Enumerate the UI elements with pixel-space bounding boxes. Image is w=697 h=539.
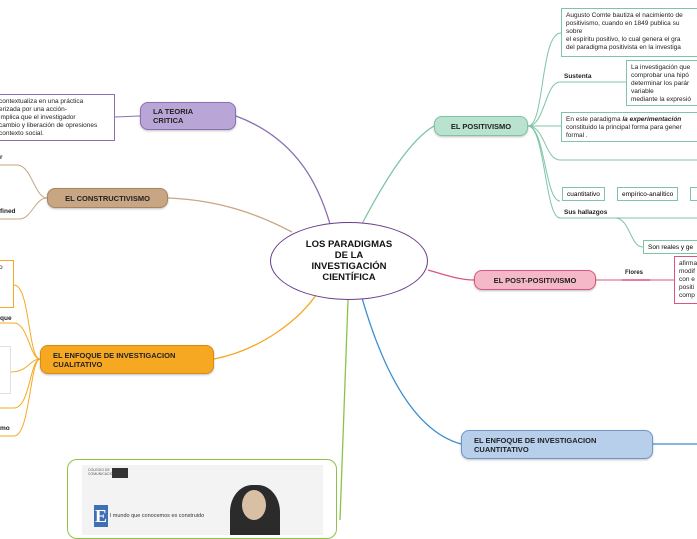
connector-lines xyxy=(0,32,697,520)
logo-mark-icon xyxy=(112,468,128,478)
flores-label[interactable]: Flores xyxy=(625,270,644,276)
cualitativo-leaf-mid[interactable]: que xyxy=(0,315,12,322)
branch-enfoque-cualitativo[interactable]: EL ENFOQUE DE INVESTIGACION CUALITATIVO xyxy=(40,345,214,374)
link-teoria xyxy=(235,115,331,225)
link-positivismo xyxy=(361,125,435,225)
branch-constructivismo-label: EL CONSTRUCTIVISMO xyxy=(65,193,150,203)
positivismo-comte-note[interactable]: Augusto Comte bautiza el nacimiento de p… xyxy=(561,8,697,57)
hallazgos-label[interactable]: Sus hallazgos xyxy=(564,209,608,216)
branch-enfoque-cuantitativo[interactable]: EL ENFOQUE DE INVESTIGACION CUANTITATIVO xyxy=(461,430,653,459)
link-image xyxy=(339,299,349,520)
hallazgos-note[interactable]: Son reales y ge xyxy=(643,240,697,254)
logo-text: COLEGIO DE COMUNICACIÓN xyxy=(88,468,116,476)
positivismo-sustenta-text: La investigación que comprobar una hipó … xyxy=(631,64,691,103)
sustenta-label[interactable]: Sustenta xyxy=(564,73,592,80)
positivismo-comte-text: Augusto Comte bautiza el nacimiento de p… xyxy=(566,12,683,51)
positivismo-exp-pre: En este paradigma xyxy=(566,116,623,123)
link-constructivismo xyxy=(167,197,293,233)
cualitativo-note-1[interactable]: o xyxy=(0,260,14,308)
constructivismo-leaf-top[interactable]: r xyxy=(0,154,3,161)
cualitativo-note-2[interactable] xyxy=(0,346,11,394)
branch-positivismo[interactable]: EL POSITIVISMO xyxy=(434,116,528,136)
cualitativo-leaf-bottom[interactable]: mo xyxy=(0,425,10,432)
post-positivismo-note[interactable]: afirma modif con e positi comp xyxy=(674,256,697,304)
branch-positivismo-label: EL POSITIVISMO xyxy=(450,121,512,131)
image-node[interactable]: COLEGIO DE COMUNICACIÓN E l mundo que co… xyxy=(82,465,323,535)
branch-enfoque-cuantitativo-label: EL ENFOQUE DE INVESTIGACION CUANTITATIVO xyxy=(474,435,597,454)
constructivismo-leaf-bottom[interactable]: fined xyxy=(0,208,16,215)
dropcap-letter: E xyxy=(94,505,108,527)
image-quote-text: l mundo que conocemos es construido xyxy=(110,513,205,519)
branch-post-positivismo-label: EL POST-POSITIVISMO xyxy=(493,275,577,285)
cualitativo-note-1-text: o xyxy=(0,264,3,271)
tag-hidden[interactable] xyxy=(690,187,697,201)
link-cualitativo xyxy=(213,291,319,360)
central-topic[interactable]: LOS PARADIGMAS DE LA INVESTIGACIÓN CIENT… xyxy=(270,222,428,300)
positivismo-experimentacion-note[interactable]: En este paradigma la experimentación con… xyxy=(561,112,697,142)
teoria-critica-note-text: contextualiza en una práctica erizada po… xyxy=(0,98,98,137)
central-topic-label: LOS PARADIGMAS DE LA INVESTIGACIÓN CIENT… xyxy=(305,239,393,283)
link-postpositivismo xyxy=(427,269,475,281)
teoria-critica-note[interactable]: contextualiza en una práctica erizada po… xyxy=(0,94,115,141)
tag-empirico-analitico[interactable]: empírico-analítico xyxy=(617,187,679,201)
branch-constructivismo[interactable]: EL CONSTRUCTIVISMO xyxy=(47,188,168,208)
branch-teoria-critica[interactable]: LA TEORIA CRITICA xyxy=(140,102,236,130)
post-positivismo-note-text: afirma modif con e positi comp xyxy=(679,260,697,299)
tag-cuantitativo[interactable]: cuantitativo xyxy=(562,187,605,201)
portrait-face-icon xyxy=(242,490,266,520)
positivismo-exp-post: constituido la principal forma para gene… xyxy=(566,124,682,139)
positivismo-exp-em: la experimentación xyxy=(622,116,682,123)
branch-teoria-critica-label: LA TEORIA CRITICA xyxy=(153,107,193,125)
positivismo-sustenta-note[interactable]: La investigación que comprobar una hipó … xyxy=(626,60,697,106)
branch-enfoque-cualitativo-label: EL ENFOQUE DE INVESTIGACION CUALITATIVO xyxy=(53,350,176,369)
branch-post-positivismo[interactable]: EL POST-POSITIVISMO xyxy=(474,270,596,290)
link-cuantitativo xyxy=(361,297,462,445)
